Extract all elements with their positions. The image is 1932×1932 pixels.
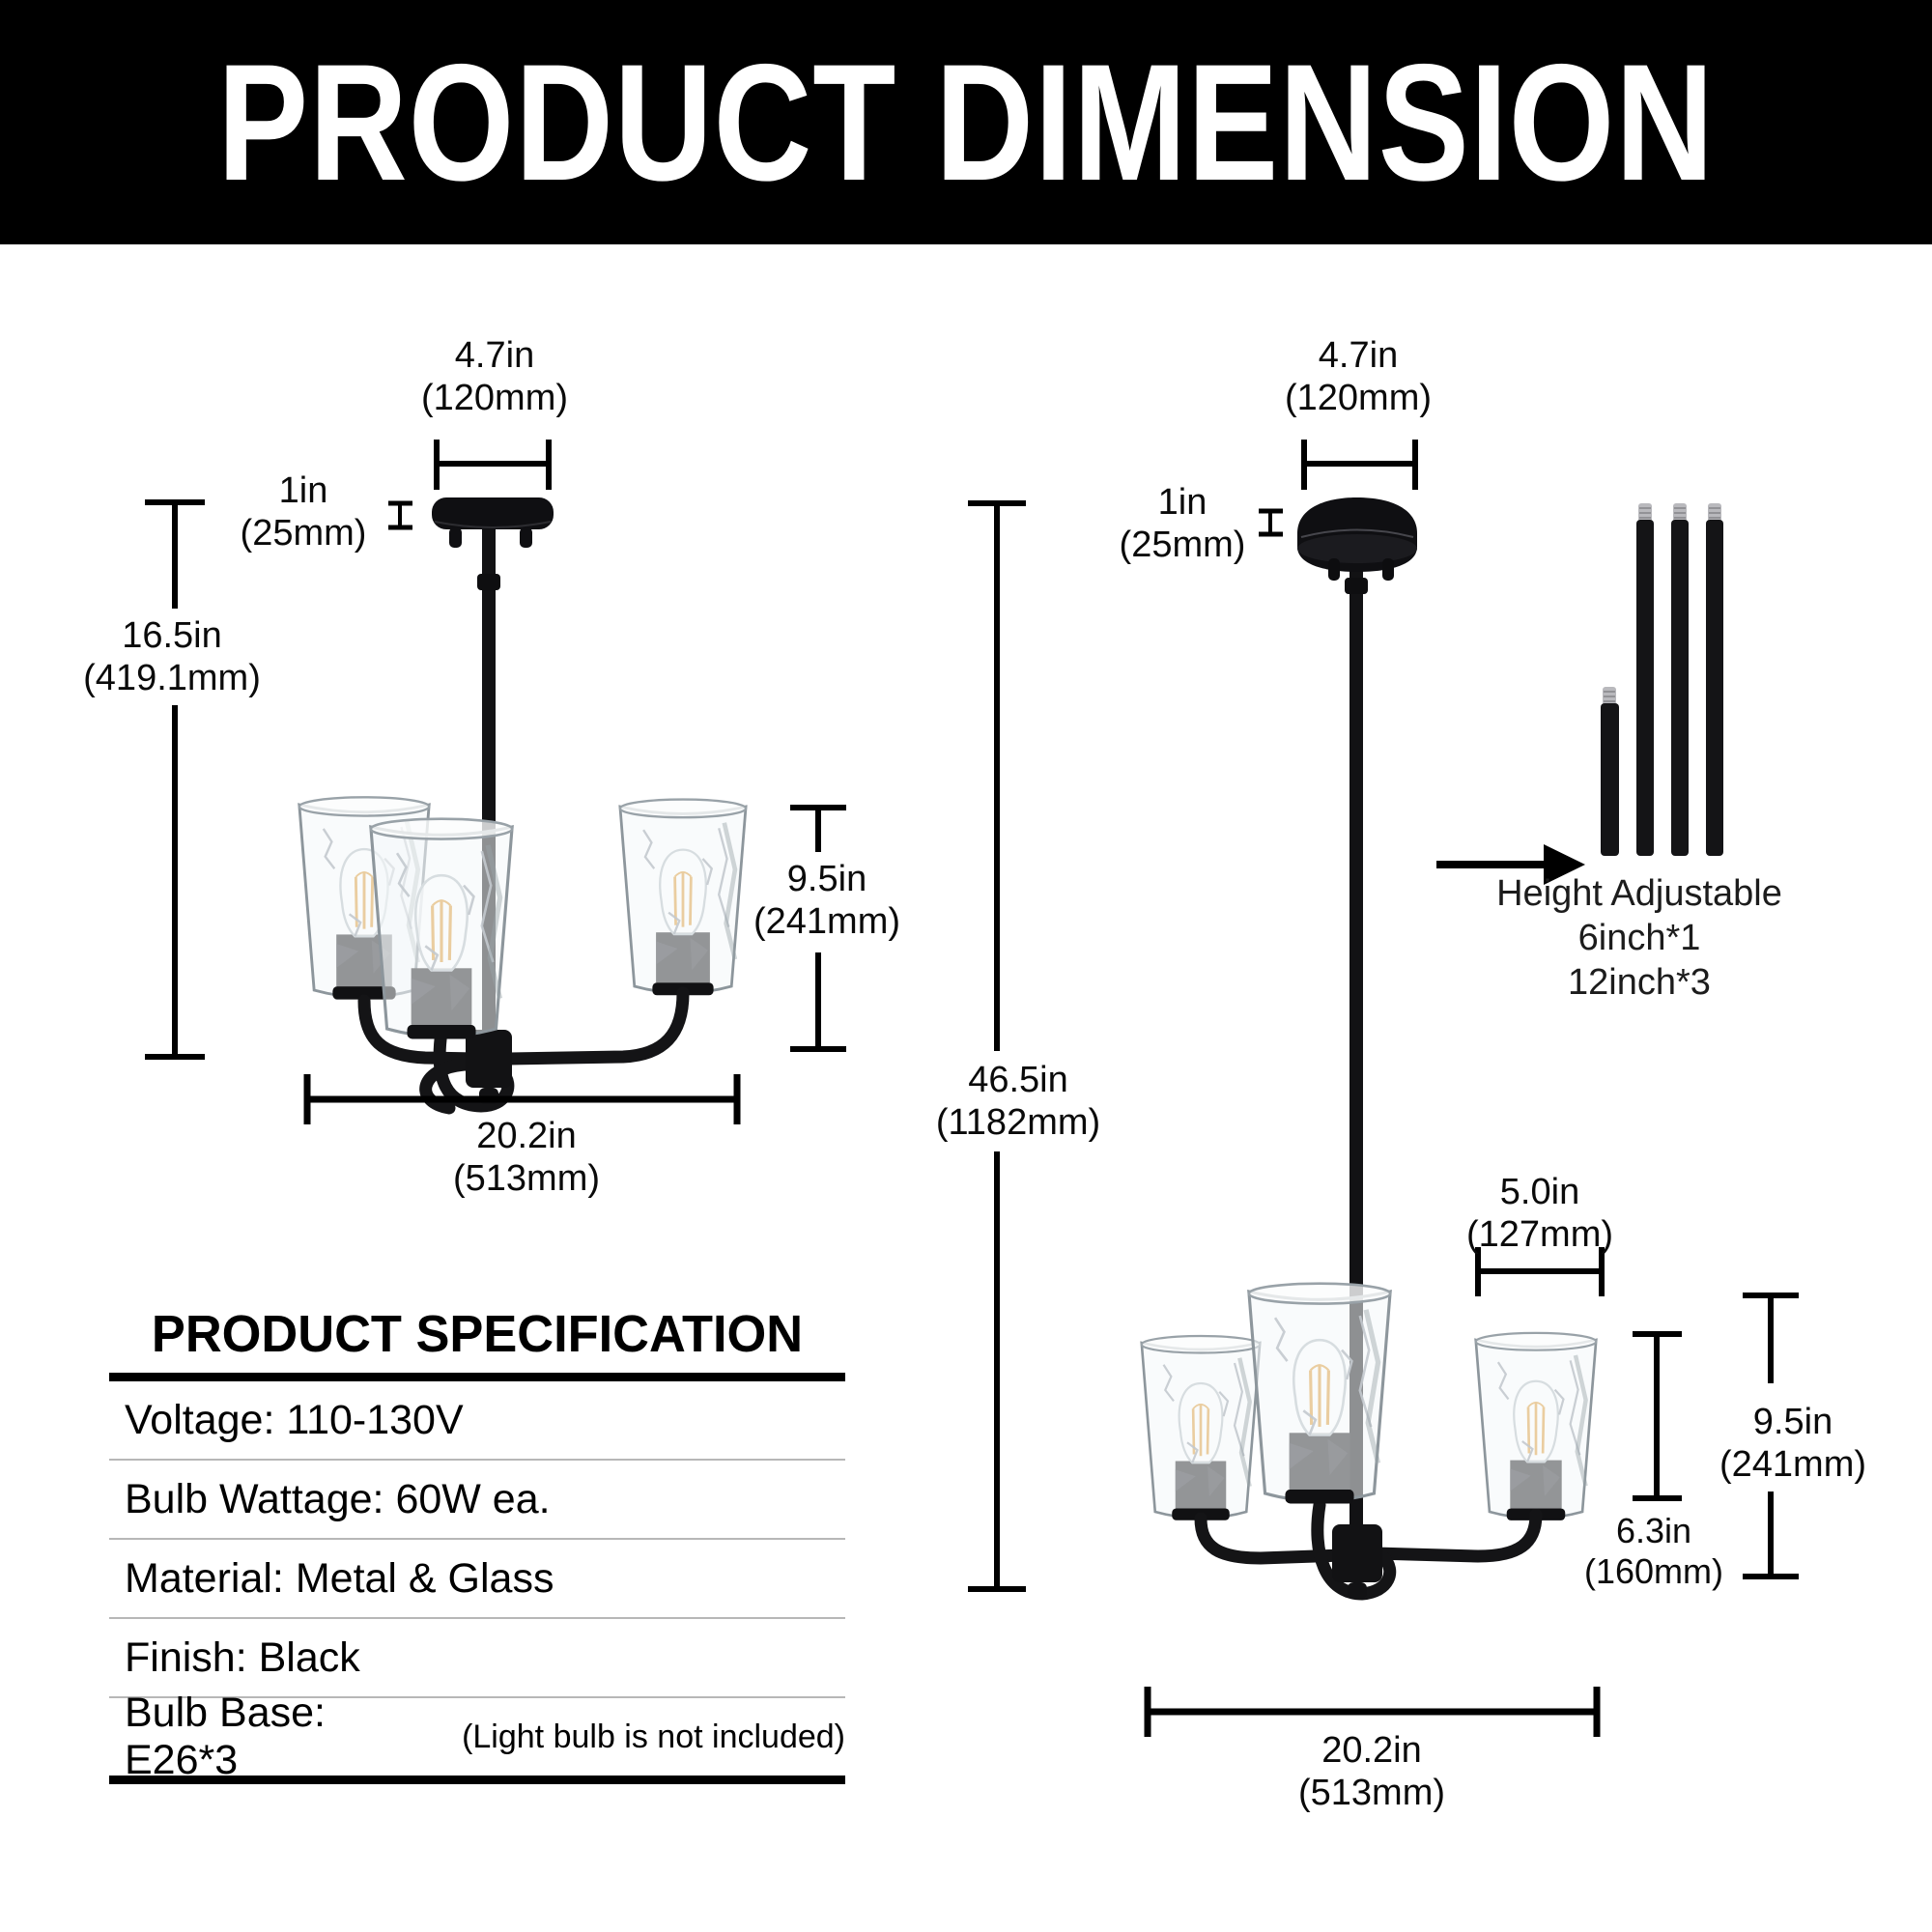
header-banner: PRODUCT DIMENSION xyxy=(0,0,1932,244)
left-shade-height-label: 9.5in(241mm) xyxy=(753,859,901,942)
title-underline xyxy=(109,1373,845,1381)
left-canopy-height-label: 1in(25mm) xyxy=(240,470,367,554)
right-canopy-height-label: 1in(25mm) xyxy=(1119,482,1246,565)
spec-row-finish: Finish: Black xyxy=(109,1619,845,1698)
left-fixture-width-label: 20.2in(513mm) xyxy=(452,1116,601,1199)
spec-row-voltage: Voltage: 110-130V xyxy=(109,1381,845,1461)
spec-row-bulb-wattage: Bulb Wattage: 60W ea. xyxy=(109,1461,845,1540)
height-adjustable-label: Height Adjustable 6inch*1 12inch*3 xyxy=(1496,873,1782,1003)
product-specification-section: PRODUCT SPECIFICATION Voltage: 110-130V … xyxy=(109,1304,845,1784)
right-fixture-width-label: 20.2in(513mm) xyxy=(1297,1730,1446,1813)
pendant-fixture-illustration xyxy=(1142,497,1597,1601)
semi-flush-fixture-illustration xyxy=(299,497,746,1115)
extension-rods-illustration xyxy=(1601,502,1723,856)
right-shade-width-label: 5.0in(127mm) xyxy=(1465,1172,1614,1255)
spec-row-bulb-base: Bulb Base: E26*3 (Light bulb is not incl… xyxy=(109,1690,845,1784)
right-overall-height-label: 46.5in(1182mm) xyxy=(935,1060,1101,1143)
specification-table: Voltage: 110-130V Bulb Wattage: 60W ea. … xyxy=(109,1381,845,1784)
specification-title: PRODUCT SPECIFICATION xyxy=(151,1305,804,1363)
right-canopy-width-label: 4.7in(120mm) xyxy=(1284,335,1433,418)
page-title: PRODUCT DIMENSION xyxy=(217,29,1715,215)
right-arm-height-label: 6.3in(160mm) xyxy=(1583,1511,1724,1591)
left-fixture-height-label: 16.5in(419.1mm) xyxy=(83,615,261,698)
spec-row-material: Material: Metal & Glass xyxy=(109,1540,845,1619)
dimension-lines xyxy=(145,440,1799,1737)
right-shade-height-label: 9.5in(241mm) xyxy=(1719,1402,1867,1485)
left-canopy-width-label: 4.7in(120mm) xyxy=(420,335,569,418)
arrow-right-icon xyxy=(1436,844,1585,885)
